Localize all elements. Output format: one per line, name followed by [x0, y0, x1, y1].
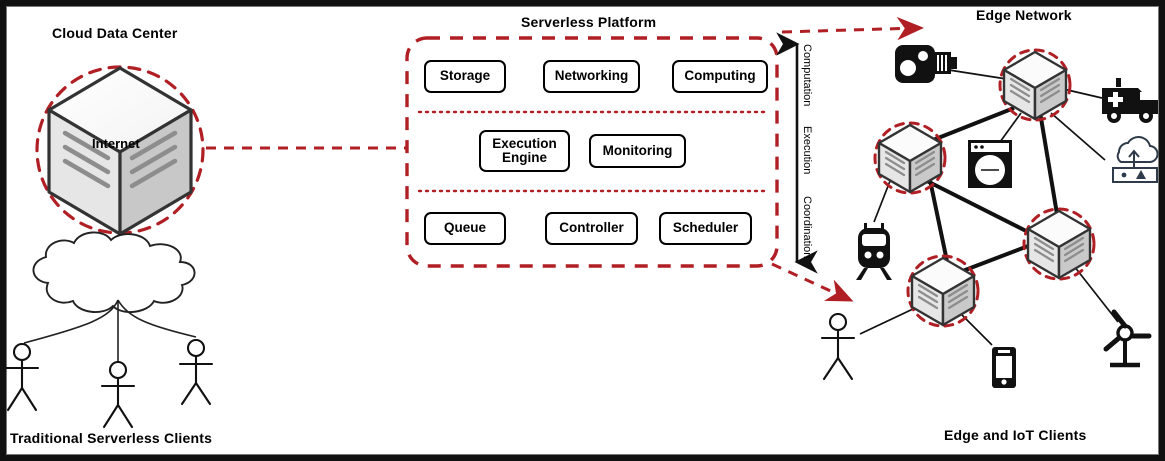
platform-box-scheduler[interactable]: Scheduler — [659, 212, 752, 245]
platform-box-queue[interactable]: Queue — [424, 212, 506, 245]
caption-traditional-clients: Traditional Serverless Clients — [10, 430, 213, 446]
platform-box-networking[interactable]: Networking — [543, 60, 640, 93]
edge-network-links — [859, 67, 1119, 346]
page-title-edge-network: Edge Network — [976, 7, 1072, 23]
platform-box-computing[interactable]: Computing — [672, 60, 768, 93]
caption-edge-iot-clients: Edge and IoT Clients — [944, 427, 1087, 443]
internet-cloud-icon — [32, 231, 196, 313]
edge-stick-figure-icon — [820, 312, 856, 381]
platform-box-controller[interactable]: Controller — [545, 212, 638, 245]
smartphone-icon — [992, 347, 1016, 388]
traditional-client-figures — [4, 338, 214, 429]
platform-box-storage[interactable]: Storage — [424, 60, 506, 93]
platform-box-monitoring[interactable]: Monitoring — [589, 134, 686, 168]
page-title-cloud-data-center: Cloud Data Center — [52, 25, 178, 41]
wind-turbine-icon — [1103, 309, 1152, 368]
axis-label-computation: Computation — [801, 44, 813, 107]
edge-node-2 — [873, 121, 947, 195]
link-internet-clients — [23, 299, 197, 372]
internet-label: Internet — [92, 136, 140, 151]
serverless-platform-boundary — [405, 36, 779, 268]
platform-box-execution-engine[interactable]: Execution Engine — [479, 130, 570, 172]
inner-frame — [6, 6, 1159, 455]
edge-node-3 — [1022, 207, 1096, 281]
axis-label-coordination: Coordination — [801, 196, 813, 259]
arrow-platform-to-edge-bottom — [771, 262, 854, 302]
cloud-gateway-icon — [1112, 136, 1159, 183]
page-title-serverless-platform: Serverless Platform — [521, 14, 657, 30]
train-icon — [856, 223, 892, 280]
edge-node-4 — [906, 254, 980, 328]
axis-label-execution: Execution — [801, 126, 813, 175]
arrow-platform-to-edge-top — [781, 16, 924, 41]
ambulance-icon — [1102, 78, 1158, 123]
washing-machine-icon — [968, 140, 1012, 188]
security-camera-icon — [895, 45, 957, 83]
edge-node-1 — [998, 48, 1072, 122]
